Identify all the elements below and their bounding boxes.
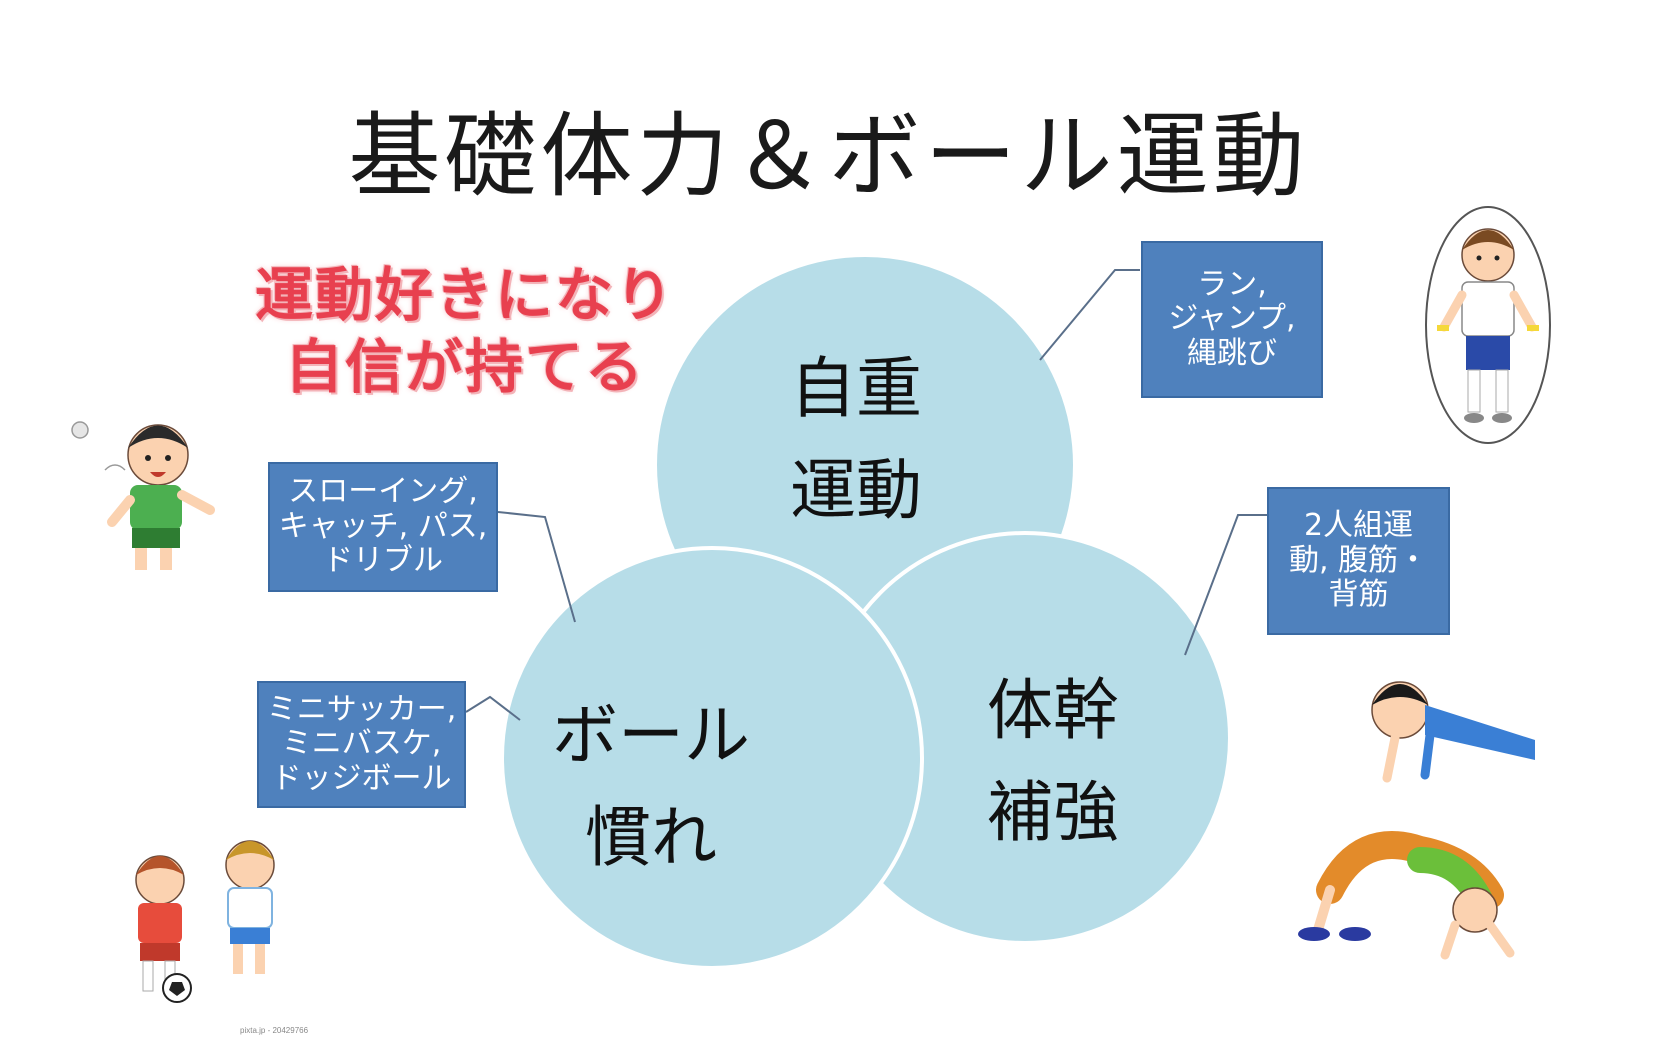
circle-right-line-2: 補強 — [987, 774, 1119, 852]
circle-top-line-2: 運動 — [790, 452, 922, 530]
box-jiju-line-3: 縄跳び — [1187, 335, 1277, 371]
circle-left-label: ボール 慣れ — [552, 685, 750, 890]
jump-rope-illustration — [1425, 206, 1551, 444]
box-ball-games: ミニサッカー, ミニバスケ, ドッジボール — [257, 681, 466, 808]
box-ball-skills-line-2: キャッチ, パス, — [278, 508, 488, 544]
boy-throwing-illustration — [71, 421, 215, 570]
box-ball-skills-line-1: スローイング, — [288, 474, 478, 510]
connector-ball2 — [465, 695, 521, 721]
box-taikan-line-3: 背筋 — [1328, 577, 1389, 613]
box-taikan-examples: 2人組運 動, 腹筋・ 背筋 — [1267, 487, 1450, 635]
connector-jiju — [1039, 269, 1140, 361]
slogan-line-1: 運動好きになり — [254, 261, 675, 329]
circle-top-line-1: 自重 — [790, 350, 922, 427]
image-credit: pixta.jp - 20429766 — [240, 1026, 309, 1035]
page-title: 基礎体力＆ボール運動 — [348, 103, 1309, 210]
push-up-illustration — [1371, 681, 1535, 783]
box-jiju-examples: ラン, ジャンプ, 縄跳び — [1141, 241, 1323, 398]
slogan-line-2: 自信が持てる — [284, 333, 645, 401]
box-ball-games-line-1: ミニサッカー, — [266, 691, 457, 727]
box-ball-games-line-2: ミニバスケ, — [281, 726, 442, 762]
box-jiju-line-1: ラン, — [1197, 266, 1267, 302]
circle-left — [500, 546, 924, 970]
box-jiju-line-2: ジャンプ, — [1168, 301, 1296, 337]
circle-right-line-1: 体幹 — [987, 672, 1119, 749]
circle-left-line-2: 慣れ — [585, 799, 717, 877]
bridge-pose-illustration — [1298, 831, 1515, 960]
connector-taikan — [1184, 514, 1267, 656]
box-ball-games-line-3: ドッジボール — [271, 760, 452, 796]
box-ball-skills: スローイング, キャッチ, パス, ドリブル — [268, 462, 498, 592]
box-ball-skills-line-3: ドリブル — [323, 543, 443, 579]
connector-ball1 — [497, 511, 576, 623]
box-taikan-line-1: 2人組運 — [1303, 508, 1414, 544]
circle-top-label: 自重 運動 — [790, 338, 922, 543]
soccer-kids-illustration — [135, 840, 275, 1003]
circle-right-label: 体幹 補強 — [987, 660, 1119, 865]
box-taikan-line-2: 動, 腹筋・ — [1288, 542, 1429, 578]
circle-left-line-1: ボール — [552, 697, 750, 774]
